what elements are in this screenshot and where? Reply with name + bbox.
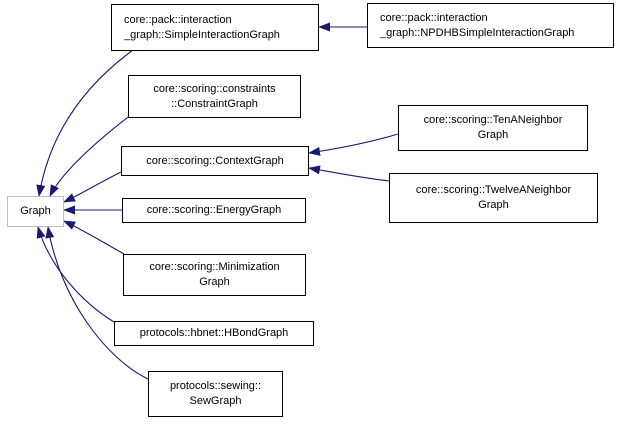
node-context-graph[interactable]: core::scoring::ContextGraph <box>121 146 309 176</box>
edge-simpleinteractiongraph-to-graph <box>36 49 134 197</box>
node-constraint-graph[interactable]: core::scoring::constraints ::ConstraintG… <box>128 75 301 118</box>
node-twelve-a-neighbor-graph[interactable]: core::scoring::TwelveANeighbor Graph <box>389 173 598 223</box>
node-energy-graph[interactable]: core::scoring::EnergyGraph <box>122 198 306 223</box>
edge-constraintgraph-to-graph <box>49 116 129 197</box>
node-sew-graph[interactable]: protocols::sewing:: SewGraph <box>148 371 283 417</box>
edge-hbondgraph-to-graph <box>36 226 115 323</box>
node-simple-interaction-graph[interactable]: core::pack::interaction _graph::SimpleIn… <box>111 4 319 51</box>
edge-tenaneighbor-to-contextgraph <box>308 133 399 156</box>
node-ten-a-neighbor-graph[interactable]: core::scoring::TenANeighbor Graph <box>398 105 588 151</box>
node-minimization-graph[interactable]: core::scoring::Minimization Graph <box>123 254 306 296</box>
edge-minimizationgraph-to-graph <box>63 220 125 255</box>
node-graph: Graph <box>7 196 64 227</box>
node-hbond-graph[interactable]: protocols::hbnet::HBondGraph <box>114 321 314 346</box>
node-npdhb-simple-interaction-graph[interactable]: core::pack::interaction _graph::NPDHBSim… <box>367 3 614 48</box>
edge-twelveaneighbor-to-contextgraph <box>308 165 390 182</box>
edge-sewgraph-to-graph <box>45 226 149 380</box>
edge-contextgraph-to-graph <box>63 171 122 203</box>
